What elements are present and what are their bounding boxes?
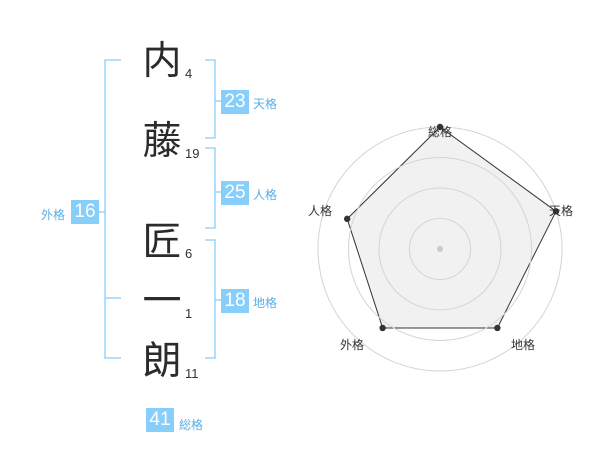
radar-axis-label-jinkaku: 人格	[308, 204, 333, 218]
stroke-count-5: 11	[185, 366, 199, 381]
name-char-1: 内	[142, 39, 182, 84]
radar-center-dot	[437, 246, 443, 252]
jinkaku-bracket	[205, 147, 216, 229]
gaikaku-label: 外格	[41, 208, 66, 222]
jinkaku-label: 人格	[253, 188, 278, 202]
radar-point-5	[343, 215, 351, 223]
tenkaku-label: 天格	[253, 97, 278, 111]
tenkaku-bracket	[205, 59, 216, 139]
radar-point-1	[436, 123, 444, 131]
radar-axis-label-soukaku: 総格	[428, 125, 453, 139]
radar-series-area	[346, 126, 557, 329]
radar-axis-label-gaikaku: 外格	[340, 338, 365, 352]
gaikaku-value: 16	[71, 200, 99, 224]
name-char-3: 匠	[142, 220, 182, 265]
radar-point-4	[379, 324, 386, 332]
stroke-count-4: 1	[185, 306, 193, 321]
name-char-5: 朗	[142, 339, 182, 384]
radar-grid-ring	[409, 218, 471, 280]
radar-grid-ring	[348, 157, 532, 341]
name-char-4: 一	[142, 279, 182, 324]
gaikaku-bracket	[104, 59, 121, 359]
radar-axis-label-chikaku: 地格	[511, 338, 536, 352]
radar-point-3	[494, 324, 501, 332]
stroke-count-1: 4	[185, 66, 193, 81]
soukaku-value: 41	[146, 408, 174, 432]
stroke-count-3: 6	[185, 246, 193, 261]
stroke-count-2: 19	[185, 146, 200, 161]
radar-grid-ring	[378, 187, 502, 311]
name-char-2: 藤	[142, 119, 182, 164]
chikaku-value: 18	[221, 289, 249, 313]
jinkaku-value: 25	[221, 181, 249, 205]
tenkaku-value: 23	[221, 90, 249, 114]
radar-axis-label-tenkaku: 天格	[549, 204, 574, 218]
chikaku-bracket	[205, 239, 216, 359]
soukaku-label: 総格	[179, 418, 204, 432]
chikaku-label: 地格	[253, 296, 278, 310]
radar-point-2	[552, 208, 560, 215]
